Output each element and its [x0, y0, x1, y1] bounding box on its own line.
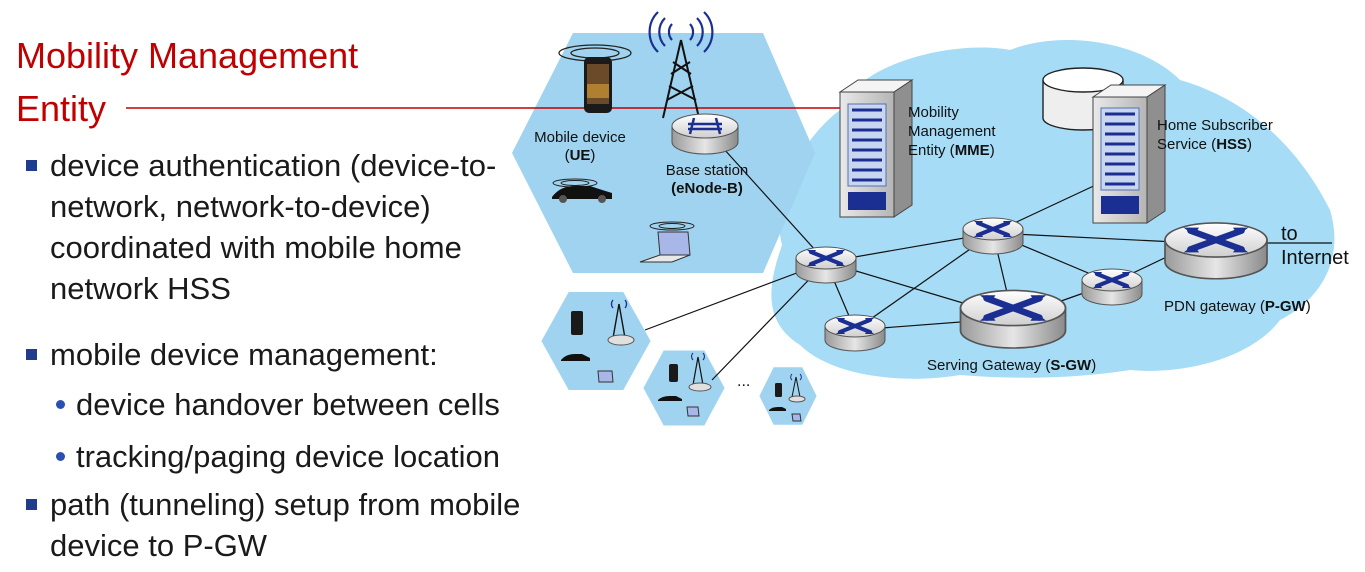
pgw-router-icon — [1165, 223, 1267, 279]
svg-text:Base station: Base station — [666, 162, 749, 179]
mme-label: Mobility Management Entity (MME) — [908, 104, 996, 159]
svg-text:Serving Gateway (S-GW): Serving Gateway (S-GW) — [927, 357, 1096, 374]
small-cell-3-devices — [769, 373, 806, 422]
mme-server-icon — [838, 79, 914, 218]
sgw-label: Serving Gateway (S-GW) — [927, 357, 1096, 374]
router-icon-2 — [961, 216, 1025, 256]
svg-text:Internet: Internet — [1281, 247, 1349, 269]
small-cell-3 — [759, 367, 817, 425]
svg-text:Service (HSS): Service (HSS) — [1157, 136, 1252, 153]
svg-text:Entity (MME): Entity (MME) — [908, 142, 995, 159]
svg-text:to: to — [1281, 223, 1298, 245]
internet-label: to Internet — [1281, 223, 1349, 269]
laptop-icon — [639, 221, 695, 263]
car-icon — [552, 178, 612, 203]
hss-label: Home Subscriber Service (HSS) — [1157, 117, 1273, 153]
sub-bullet-handover: device handover between cells — [56, 384, 500, 425]
bullet-dot-icon — [56, 400, 65, 409]
sub-bullet-tracking: tracking/paging device location — [56, 436, 500, 477]
small-cell-2-devices — [658, 352, 712, 417]
mobile-device-label: Mobile device (UE) — [534, 129, 626, 164]
sub-bullet-text: device handover between cells — [76, 387, 500, 422]
base-station-icon — [648, 11, 739, 155]
more-cells-ellipsis: ... — [737, 373, 750, 390]
router-icon-3 — [823, 313, 887, 353]
small-cell-2 — [643, 350, 725, 426]
slide-title-line-1: Mobility Management — [16, 35, 359, 76]
base-station-label: Base station (eNode-B) — [666, 162, 749, 197]
bullet-text: path (tunneling) setup from mobile devic… — [50, 487, 521, 563]
sub-bullet-text: tracking/paging device location — [76, 439, 500, 474]
svg-text:Home Subscriber: Home Subscriber — [1157, 117, 1273, 134]
bullet-square-icon — [26, 499, 37, 510]
hss-server-icon — [1091, 84, 1167, 224]
slide-title-line-2: Entity — [16, 88, 107, 129]
svg-text:PDN gateway (P-GW): PDN gateway (P-GW) — [1164, 298, 1311, 315]
pgw-label: PDN gateway (P-GW) — [1164, 298, 1311, 315]
bullet-square-icon — [26, 160, 37, 171]
mobile-phone-icon — [558, 44, 632, 113]
sgw-router-icon — [961, 290, 1066, 348]
bullet-authentication: device authentication (device-to-network… — [22, 145, 512, 309]
bullet-text: mobile device management: — [50, 337, 438, 372]
small-cell-1-devices — [561, 299, 635, 383]
router-icon-1 — [794, 245, 858, 285]
bullet-text: device authentication (device-to-network… — [50, 148, 497, 306]
svg-text:(UE): (UE) — [565, 147, 596, 164]
svg-text:Management: Management — [908, 123, 996, 140]
bullet-square-icon — [26, 349, 37, 360]
router-icon-4 — [1080, 267, 1144, 307]
svg-text:Mobility: Mobility — [908, 104, 959, 121]
svg-text:(eNode-B): (eNode-B) — [671, 180, 743, 197]
bullet-tunneling: path (tunneling) setup from mobile devic… — [22, 484, 602, 566]
bullet-dot-icon — [56, 452, 65, 461]
svg-text:Mobile device: Mobile device — [534, 129, 626, 146]
bullet-device-management: mobile device management: — [22, 334, 582, 375]
